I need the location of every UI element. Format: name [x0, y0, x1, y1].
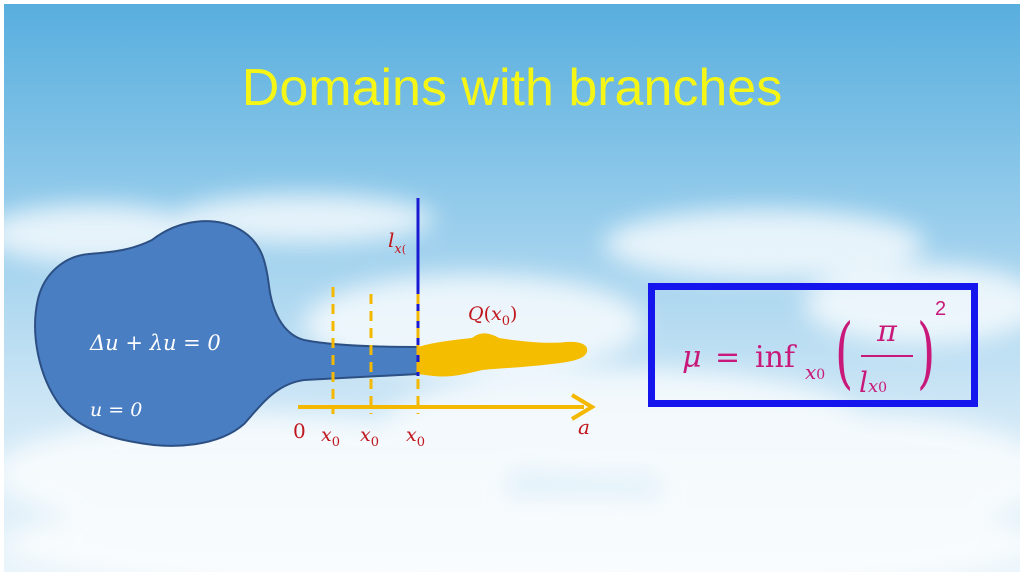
branch-label-sub: 0 — [502, 314, 510, 329]
boundary-condition: u = 0 — [90, 399, 142, 421]
formula-inf-sub-zero: 0 — [816, 367, 826, 383]
tick-label-1-var: x — [321, 424, 332, 446]
tick-label-2-var: x — [360, 424, 371, 446]
branch-domain-diagram: Δu + λu = 0 u = 0 lx( Q(x0) 0 x0 x0 x0 a — [34, 198, 596, 450]
branch-label: Q(x0) — [468, 303, 517, 329]
tick-label-1-sub: 0 — [332, 435, 340, 450]
formula-denominator: lx0 — [859, 366, 919, 399]
formula-left-paren: ( — [835, 308, 854, 398]
length-label-sub: x — [394, 242, 402, 257]
formula-den-sub-zero: 0 — [878, 380, 888, 396]
formula-exponent: 2 — [935, 298, 947, 320]
branch-label-close: ) — [510, 303, 517, 325]
tick-label-2: x0 — [360, 424, 379, 450]
tick-label-1: x0 — [321, 424, 340, 450]
axis-origin-label: 0 — [293, 419, 306, 443]
formula-numerator: π — [877, 314, 897, 349]
formula-inf-subscript: x0 — [805, 360, 825, 384]
length-label: lx( — [388, 228, 406, 257]
branch-label-open: ( — [484, 303, 491, 325]
tick-label-2-sub: 0 — [371, 435, 379, 450]
formula-inf: inf — [755, 340, 796, 375]
tick-label-3: x0 — [406, 424, 425, 450]
formula-mu: μ — [682, 340, 702, 375]
cloud-background — [4, 194, 1020, 572]
branch-label-var: x — [491, 303, 502, 325]
formula-den-sub: x — [867, 376, 879, 397]
branch-label-name: Q — [468, 303, 484, 325]
slide-title: Domains with branches — [241, 59, 783, 117]
pde-equation: Δu + λu = 0 — [89, 331, 221, 355]
domain-shape — [34, 220, 419, 447]
branch-region — [418, 333, 588, 377]
formula-inf-sub-var: x — [805, 360, 817, 384]
formula-box: μ = inf x0 ( π lx0 ) 2 — [648, 283, 978, 407]
tick-label-3-var: x — [406, 424, 417, 446]
eigenvalue-formula: μ = inf x0 ( π lx0 ) 2 — [655, 290, 985, 414]
formula-fraction-bar — [861, 355, 913, 357]
formula-right-paren: ) — [917, 308, 936, 398]
x-axis-arrowhead — [570, 393, 596, 421]
slide: Domains with branches Δu + λu = 0 u = 0 … — [4, 4, 1020, 572]
formula-equals: = — [715, 340, 741, 375]
length-label-sub-tail: ( — [402, 243, 406, 256]
formula-den-base: l — [859, 366, 868, 399]
length-label-base: l — [388, 228, 394, 252]
tick-label-3-sub: 0 — [417, 435, 425, 450]
axis-end-label: a — [578, 415, 590, 439]
